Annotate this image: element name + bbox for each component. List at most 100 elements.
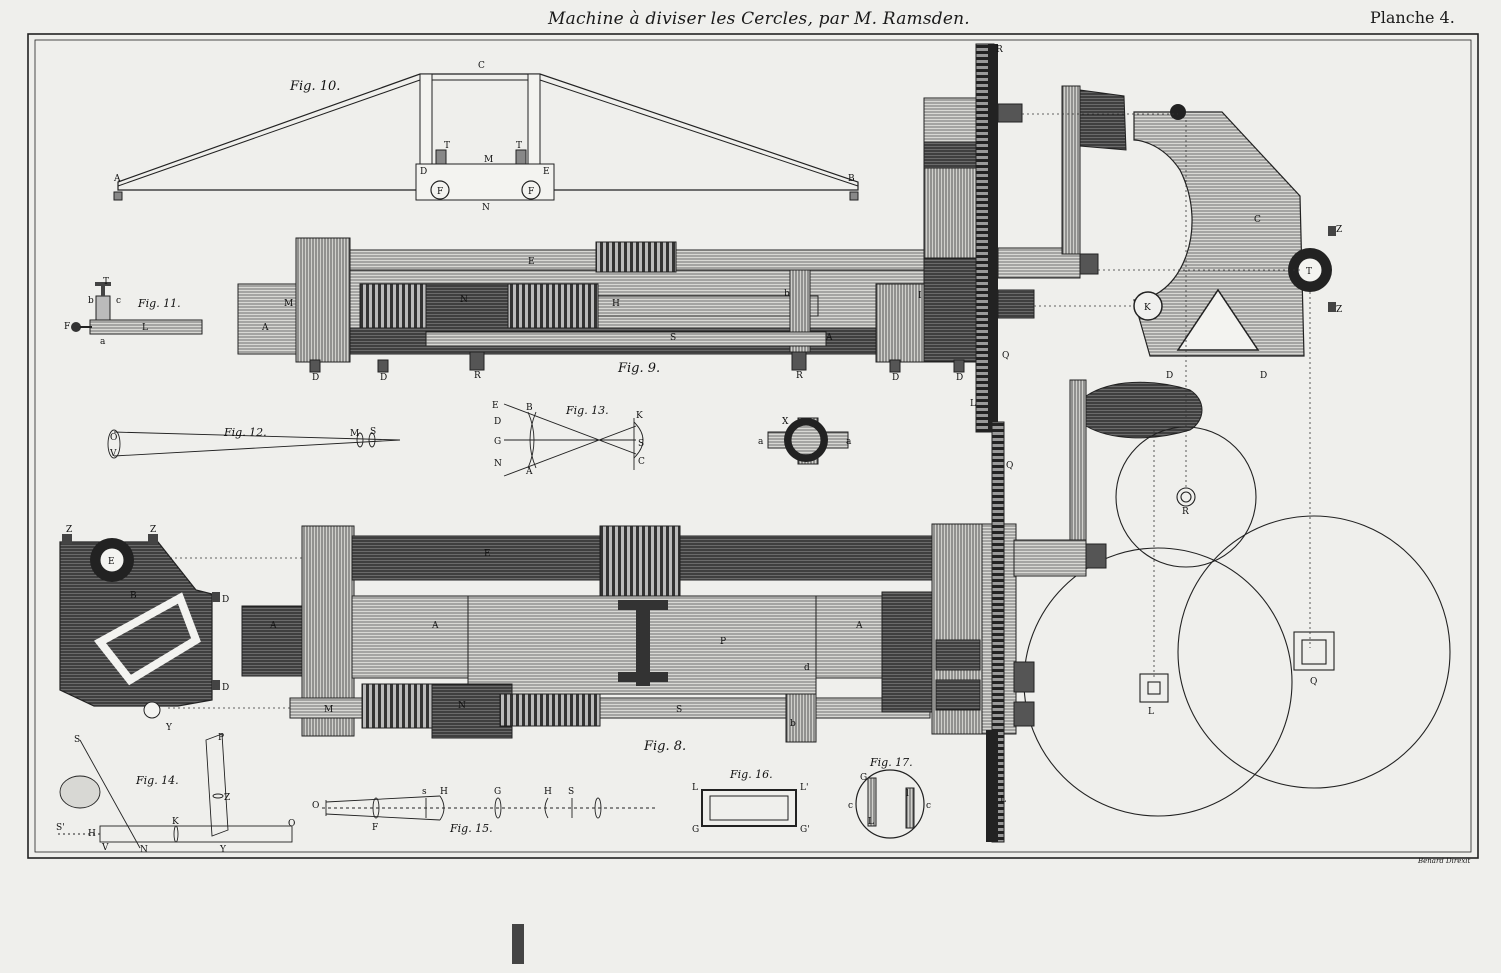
fig9-caption: Fig. 9.	[617, 361, 660, 376]
label-m: M	[350, 429, 359, 439]
label-a: a	[100, 337, 106, 347]
label-d: D	[1166, 371, 1173, 381]
label-l: L	[1148, 707, 1154, 717]
fig17-caption: Fig. 17.	[869, 756, 913, 769]
label-z: Z	[1336, 305, 1342, 315]
label-l: L	[970, 399, 976, 409]
label-d: D	[494, 417, 501, 427]
label-s: S	[676, 705, 682, 715]
fig12-lens-diagram	[107, 429, 401, 459]
label-d: D	[892, 373, 899, 383]
label-q: Q	[1310, 677, 1317, 687]
label-y: Y	[219, 845, 227, 855]
label-l: L	[692, 783, 698, 793]
label-b: B	[130, 591, 137, 601]
fig17-circle	[855, 769, 925, 839]
label-a: a	[846, 437, 852, 447]
fig9-machine	[237, 43, 1099, 433]
fig13-caption: Fig. 13.	[565, 404, 609, 417]
label-b: b	[784, 289, 790, 299]
label-t: T	[444, 141, 450, 151]
fig10-truss	[113, 73, 859, 201]
label-n: N	[460, 295, 468, 305]
engraver-signature: Benard Direxit	[1418, 857, 1471, 865]
label-f: F	[64, 322, 70, 332]
label-n: N	[458, 701, 466, 711]
label-r: R	[996, 45, 1003, 55]
microscope-bracket	[1061, 85, 1336, 541]
label-n: N	[494, 459, 502, 469]
fig16-frame	[701, 789, 797, 827]
label-z: Z	[66, 525, 72, 535]
label-e: E	[484, 549, 491, 559]
fig13-optics	[503, 403, 644, 477]
label-g: G	[494, 787, 501, 797]
label-t: T	[1306, 267, 1312, 277]
label-c: C	[638, 457, 645, 467]
label-p: P	[218, 733, 224, 743]
label-e: E	[528, 257, 535, 267]
label-m: M	[484, 155, 493, 165]
label-a: A	[113, 174, 121, 184]
label-t: T	[516, 141, 522, 151]
label-t: T	[103, 277, 109, 287]
label-m: M	[284, 299, 293, 309]
label-a: A	[525, 467, 533, 477]
label-l: L	[868, 817, 874, 827]
label-s: S	[670, 333, 676, 343]
label-h: H	[88, 829, 96, 839]
label-m: M	[324, 705, 333, 715]
label-h: H	[612, 299, 620, 309]
fig16-caption: Fig. 16.	[729, 768, 773, 781]
label-e: E	[492, 401, 499, 411]
label-l: l	[906, 789, 909, 799]
label-a: A	[431, 621, 439, 631]
label-q: Q	[1006, 461, 1013, 471]
label-d: d	[804, 663, 810, 673]
fig12-caption: Fig. 12.	[223, 426, 267, 439]
frame	[27, 33, 1479, 859]
label-s: S	[638, 439, 644, 449]
label-o: O	[288, 819, 295, 829]
label-b: b	[790, 719, 796, 729]
label-l: L	[1000, 795, 1006, 805]
fig11-caption: Fig. 11.	[137, 297, 181, 310]
label-n: N	[482, 203, 490, 213]
fig11-clamp	[71, 282, 203, 335]
plate-title: Machine à diviser les Cercles, par M. Ra…	[548, 9, 970, 29]
label-d: D	[1260, 371, 1267, 381]
label-h: H	[544, 787, 552, 797]
label-r: R	[474, 371, 481, 381]
label-v: V	[101, 843, 109, 853]
label-g: G	[860, 773, 867, 783]
label-c: c	[926, 801, 931, 811]
label-y: Y	[165, 723, 173, 733]
label-k: K	[636, 411, 643, 421]
label-l: L	[142, 323, 148, 333]
label-k: K	[172, 817, 179, 827]
fig8-machine	[59, 421, 1107, 843]
fig14-diagram	[58, 733, 293, 849]
label-c: c	[116, 296, 121, 306]
fig14-caption: Fig. 14.	[135, 774, 179, 787]
label-x: X	[782, 417, 789, 427]
label-b: b	[88, 296, 94, 306]
label-g: G	[692, 825, 699, 835]
plate-number: Planche 4.	[1370, 8, 1455, 27]
label-p: P	[720, 637, 726, 647]
label-s-prime: S'	[56, 823, 65, 833]
label-b: B	[526, 403, 533, 413]
label-r: R	[796, 371, 803, 381]
fig15-caption: Fig. 15.	[449, 822, 493, 835]
label-f: F	[528, 187, 534, 197]
label-d: D	[956, 373, 963, 383]
edge-mark	[512, 924, 524, 964]
wheel-circles	[1023, 426, 1451, 817]
label-o: O	[312, 801, 319, 811]
label-h: H	[440, 787, 448, 797]
label-s: s	[422, 787, 427, 797]
label-z: Z	[150, 525, 156, 535]
label-k: K	[1144, 303, 1151, 313]
label-l-prime: L'	[800, 783, 808, 793]
